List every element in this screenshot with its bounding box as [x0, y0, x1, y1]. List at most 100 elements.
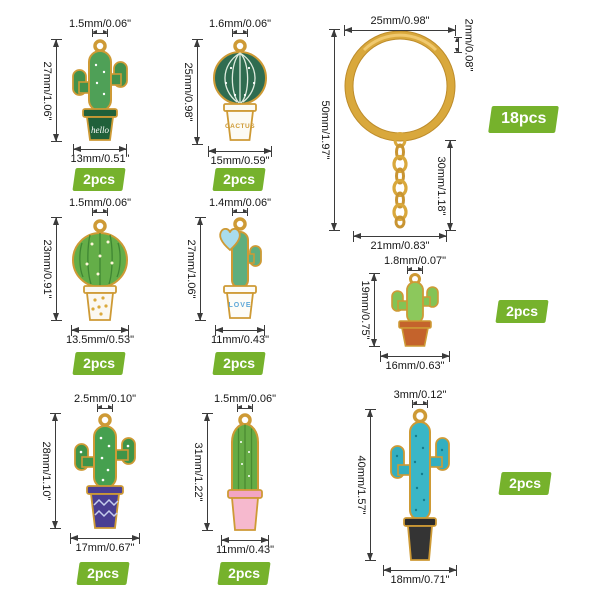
pot-text: LOVE	[228, 302, 251, 309]
width-label: 18mm/0.71"	[390, 574, 450, 586]
bail-width-measure: 2.5mm/0.10"	[74, 393, 136, 412]
height-measure: 27mm/1.06"	[185, 217, 206, 321]
chain-link	[392, 202, 408, 222]
chain-link	[395, 143, 405, 161]
qty-badge: 2pcs	[76, 562, 130, 585]
width-measure: 18mm/0.71"	[383, 565, 457, 586]
chain-length-measure: 30mm/1.18"	[435, 140, 456, 231]
height-measure: 28mm/1.10"	[40, 413, 61, 529]
bail-width-measure: 1.5mm/0.06"	[69, 18, 131, 37]
bail-width-measure: 1.5mm/0.06"	[214, 393, 276, 412]
bail-width-label: 1.4mm/0.06"	[209, 197, 271, 210]
bail-width-label: 1.8mm/0.07"	[384, 255, 446, 268]
bail-width-label: 1.5mm/0.06"	[69, 197, 131, 210]
height-label: 31mm/1.22"	[192, 442, 204, 502]
width-measure: 13mm/0.51"	[71, 144, 129, 165]
qty-badge: 2pcs	[212, 352, 266, 375]
brown-pot-cactus-charm	[391, 273, 439, 347]
pot	[86, 485, 124, 495]
bail-width-measure: 1.6mm/0.06"	[209, 18, 271, 37]
height-label: 27mm/1.06"	[41, 61, 53, 120]
width-label: 15mm/0.59"	[210, 155, 270, 167]
qty-badge: 2pcs	[495, 300, 549, 323]
purple-pot-cactus-charm	[74, 413, 136, 529]
total-height-measure: 50mm/1.97"	[319, 29, 340, 231]
barrel-cactus-charm	[72, 219, 128, 321]
pot	[398, 320, 432, 329]
wire-thickness-label: 2mm/0.08"	[462, 18, 475, 72]
width-measure: 13.5mm/0.53"	[66, 325, 134, 346]
chain-link	[394, 215, 406, 229]
bail-width-label: 1.5mm/0.06"	[214, 393, 276, 406]
qty-badge: 2pcs	[72, 168, 126, 191]
height-label: 25mm/0.98"	[182, 62, 194, 122]
teal-saguaro-charm	[390, 408, 450, 561]
pot	[83, 285, 117, 294]
pot	[227, 489, 263, 499]
wire-thickness-measure: 2mm/0.08"	[454, 19, 475, 71]
qty-badge: 2pcs	[217, 562, 271, 585]
chain-link	[395, 167, 405, 185]
bail-icon	[233, 39, 247, 53]
pot	[223, 103, 257, 112]
height-label: 28mm/1.10"	[40, 441, 52, 501]
ring-width-measure: 25mm/0.98"	[344, 15, 456, 36]
pot	[82, 108, 118, 118]
chain-link	[392, 154, 408, 174]
bail-icon	[98, 413, 112, 427]
height-label: 23mm/0.91"	[41, 239, 53, 299]
bail-width-measure: 1.8mm/0.07"	[384, 255, 446, 274]
qty-badge: 2pcs	[498, 472, 552, 495]
hello-cactus-charm: hello	[72, 39, 128, 141]
pot	[223, 285, 257, 294]
height-measure: 27mm/1.06"	[41, 39, 62, 142]
qty-badge: 2pcs	[72, 352, 126, 375]
bail-width-label: 2.5mm/0.10"	[74, 393, 136, 406]
width-measure: 11mm/0.43"	[211, 325, 269, 346]
height-label: 19mm/0.75"	[359, 280, 371, 340]
width-measure: 15mm/0.59"	[208, 146, 272, 167]
ring-bottom-width-label: 21mm/0.83"	[370, 240, 430, 252]
love-cactus-charm: LOVE	[219, 217, 262, 319]
qty-badge: 2pcs	[212, 168, 266, 191]
qty-badge: 18pcs	[488, 106, 560, 133]
width-label: 11mm/0.43"	[215, 544, 275, 556]
height-measure: 23mm/0.91"	[41, 217, 62, 321]
bail-width-label: 1.5mm/0.06"	[69, 18, 131, 31]
height-label: 40mm/1.57"	[355, 455, 367, 515]
width-label: 17mm/0.67"	[75, 542, 135, 554]
bail-width-label: 3mm/0.12"	[393, 389, 447, 402]
height-measure: 19mm/0.75"	[359, 273, 380, 347]
ring-bottom-width-measure: 21mm/0.83"	[353, 231, 447, 252]
bail-width-measure: 1.4mm/0.06"	[209, 197, 271, 216]
width-label: 13mm/0.51"	[70, 153, 130, 165]
bail-icon	[93, 39, 107, 53]
pink-pot-cactus-charm	[227, 413, 263, 531]
height-measure: 31mm/1.22"	[192, 413, 213, 531]
bail-width-measure: 1.5mm/0.06"	[69, 197, 131, 216]
bail-icon	[93, 219, 107, 233]
heart-icon	[219, 227, 241, 252]
bail-width-measure: 3mm/0.12"	[394, 389, 446, 408]
pot-text: CACTUS	[225, 123, 255, 130]
chain-link	[392, 178, 408, 198]
chain-link	[395, 191, 405, 209]
bail-width-label: 1.6mm/0.06"	[209, 18, 271, 31]
width-measure: 17mm/0.67"	[70, 533, 140, 554]
bail-icon	[233, 217, 247, 231]
height-measure: 40mm/1.57"	[355, 409, 376, 561]
pot-text: hello	[91, 125, 109, 135]
height-label: 27mm/1.06"	[185, 239, 197, 299]
pot	[403, 517, 437, 527]
cactus-ball-charm: CACTUS	[213, 39, 267, 141]
width-measure: 16mm/0.63"	[380, 351, 450, 372]
bail-icon	[412, 408, 428, 424]
width-label: 13.5mm/0.53"	[65, 334, 135, 346]
width-measure: 11mm/0.43"	[216, 535, 274, 556]
width-label: 11mm/0.43"	[210, 334, 270, 346]
height-measure: 25mm/0.98"	[182, 39, 203, 145]
chain-length-label: 30mm/1.18"	[435, 156, 447, 215]
total-height-label: 50mm/1.97"	[319, 100, 331, 160]
width-label: 16mm/0.63"	[385, 360, 445, 372]
